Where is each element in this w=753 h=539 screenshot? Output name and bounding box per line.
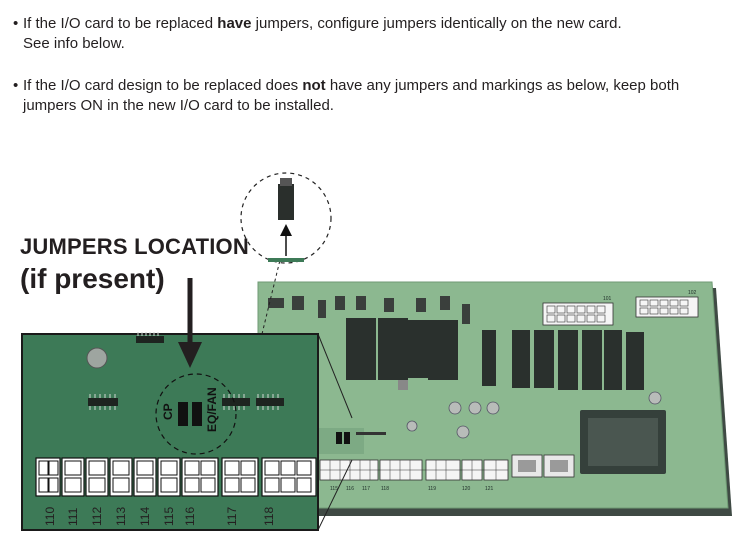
arrow-down-icon: [178, 342, 202, 368]
connector-label-112: 112: [90, 507, 104, 526]
connector-117: [221, 457, 259, 497]
board-label-119: 119: [428, 486, 436, 492]
jumper-eq-fan-label: EQ/FAN: [205, 387, 219, 432]
connector-label-113: 113: [114, 507, 128, 526]
connector-111: [61, 457, 85, 497]
instruction-1-prefix: If the I/O card to be replaced: [23, 15, 218, 32]
header-102: 102: [635, 290, 699, 318]
header-102-label: 102: [688, 290, 697, 296]
board-jumper-1: [336, 432, 342, 444]
bullet-dot: •: [13, 15, 19, 32]
header-101: 101: [542, 296, 614, 326]
zoom-detail-guide: [261, 259, 281, 335]
instruction-have-jumpers: •If the I/O card to be replaced have jum…: [13, 14, 743, 54]
connector-label-117: 117: [225, 507, 239, 526]
connector-label-110: 110: [43, 507, 57, 526]
board-label-115: 115: [330, 486, 338, 492]
instruction-2-continuation: jumpers ON in the new I/O card to be ins…: [23, 97, 334, 114]
jumper-eq-fan[interactable]: [192, 402, 202, 426]
jumper-highlight-circle: [155, 373, 237, 455]
instruction-2-suffix: have any jumpers and markings as below, …: [325, 77, 680, 94]
zoomed-connectors: 110 111 112 113 114 115 116 117 118: [35, 457, 317, 526]
zoomed-board: [21, 333, 319, 531]
connector-label-115: 115: [162, 507, 176, 526]
rj-ports: [511, 454, 575, 478]
board-label-118: 118: [381, 486, 389, 492]
jumper-cap-top: [280, 178, 292, 186]
jumper-cp-label: CP: [161, 403, 175, 420]
jumpers-location-heading: JUMPERS LOCATION: [20, 234, 249, 259]
top-small-components: [268, 296, 470, 324]
connector-114: [133, 457, 157, 497]
instruction-1-emphasis: have: [217, 15, 252, 32]
zoomed-capacitor: [86, 347, 108, 369]
detail-circle: [240, 172, 332, 264]
if-present-subheading: (if present): [20, 263, 165, 294]
board-label-120: 120: [462, 486, 471, 492]
connector-118: [261, 457, 317, 497]
bullet-dot: •: [13, 77, 19, 94]
small-chip: [398, 380, 408, 390]
detail-arrow-up-icon: [280, 224, 292, 236]
relays: [346, 318, 644, 390]
board-label-121: 121: [485, 486, 494, 492]
connector-115: [157, 457, 181, 497]
connector-label-116: 116: [183, 507, 197, 526]
instruction-1-continuation: See info below.: [23, 35, 125, 52]
connector-113: [109, 457, 133, 497]
zoom-line-bottom: [317, 459, 353, 531]
board-label-116: 116: [346, 486, 354, 492]
board-label-117: 117: [362, 486, 370, 492]
board-terminal-blocks: [319, 459, 509, 481]
transformer: [580, 410, 666, 474]
instruction-1-suffix: jumpers, configure jumpers identically o…: [251, 15, 622, 32]
zoomed-board-section: CP EQ/FAN: [21, 332, 319, 531]
zoom-line-top: [317, 333, 353, 419]
jumper-detail-callout: [240, 172, 332, 264]
jumpers-pointer-arrow: [178, 278, 202, 368]
zoomed-ic-chips: [88, 332, 284, 410]
connector-label-111: 111: [66, 507, 80, 526]
board-connector-labels: 115 116 117 118 119 120 121: [330, 486, 494, 492]
connector-112: [85, 457, 109, 497]
connector-label-114: 114: [138, 507, 152, 526]
capacitors: [406, 391, 662, 439]
connector-116: [181, 457, 219, 497]
jumper-cap-icon: [278, 184, 294, 220]
instruction-no-jumpers: •If the I/O card design to be replaced d…: [13, 76, 743, 116]
board-ic-pins: [356, 432, 386, 435]
io-card-board: 101 102: [257, 281, 732, 516]
header-101-label: 101: [603, 296, 612, 302]
jumper-cp[interactable]: [178, 402, 188, 426]
board-jumper-2: [344, 432, 350, 444]
instruction-2-emphasis: not: [302, 77, 326, 94]
connector-label-118: 118: [262, 507, 276, 526]
detail-pin-base: [268, 258, 304, 262]
instruction-2-prefix: If the I/O card design to be replaced do…: [23, 77, 303, 94]
